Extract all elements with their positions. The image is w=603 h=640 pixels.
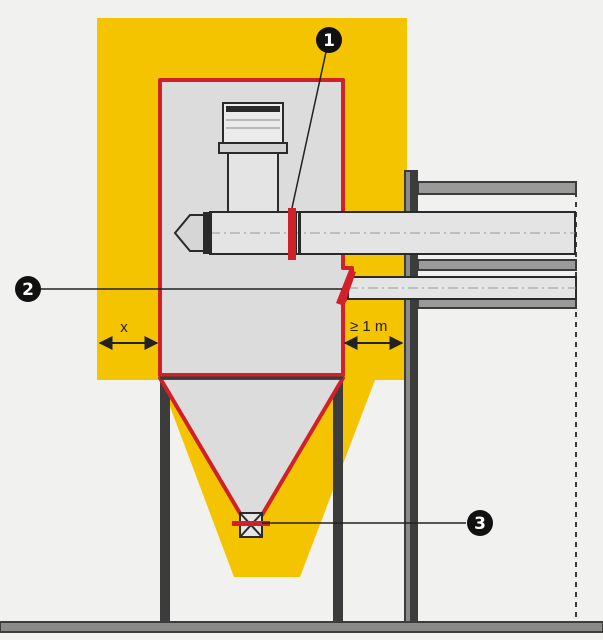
callout-2: 2 <box>15 276 41 302</box>
ground <box>0 621 603 633</box>
dimension-x: x <box>98 319 159 350</box>
callout-1-number: 1 <box>323 31 335 51</box>
dimension-x-label: x <box>120 319 128 336</box>
rotary-valve-3 <box>232 512 270 538</box>
leader-lines <box>40 51 466 524</box>
isolation-device-1 <box>288 208 296 260</box>
lower-duct <box>347 276 577 300</box>
callout-1: 1 <box>316 27 342 53</box>
callout-3: 3 <box>467 510 493 536</box>
vent-device-2 <box>336 270 356 306</box>
inlet-duct <box>173 102 576 255</box>
vessel-legs <box>160 380 343 625</box>
callout-3-number: 3 <box>474 514 486 534</box>
dimension-min-distance-label: ≥ 1 m <box>350 318 387 335</box>
callout-2-number: 2 <box>22 280 34 300</box>
dimension-min-distance: ≥ 1 m <box>343 318 404 350</box>
